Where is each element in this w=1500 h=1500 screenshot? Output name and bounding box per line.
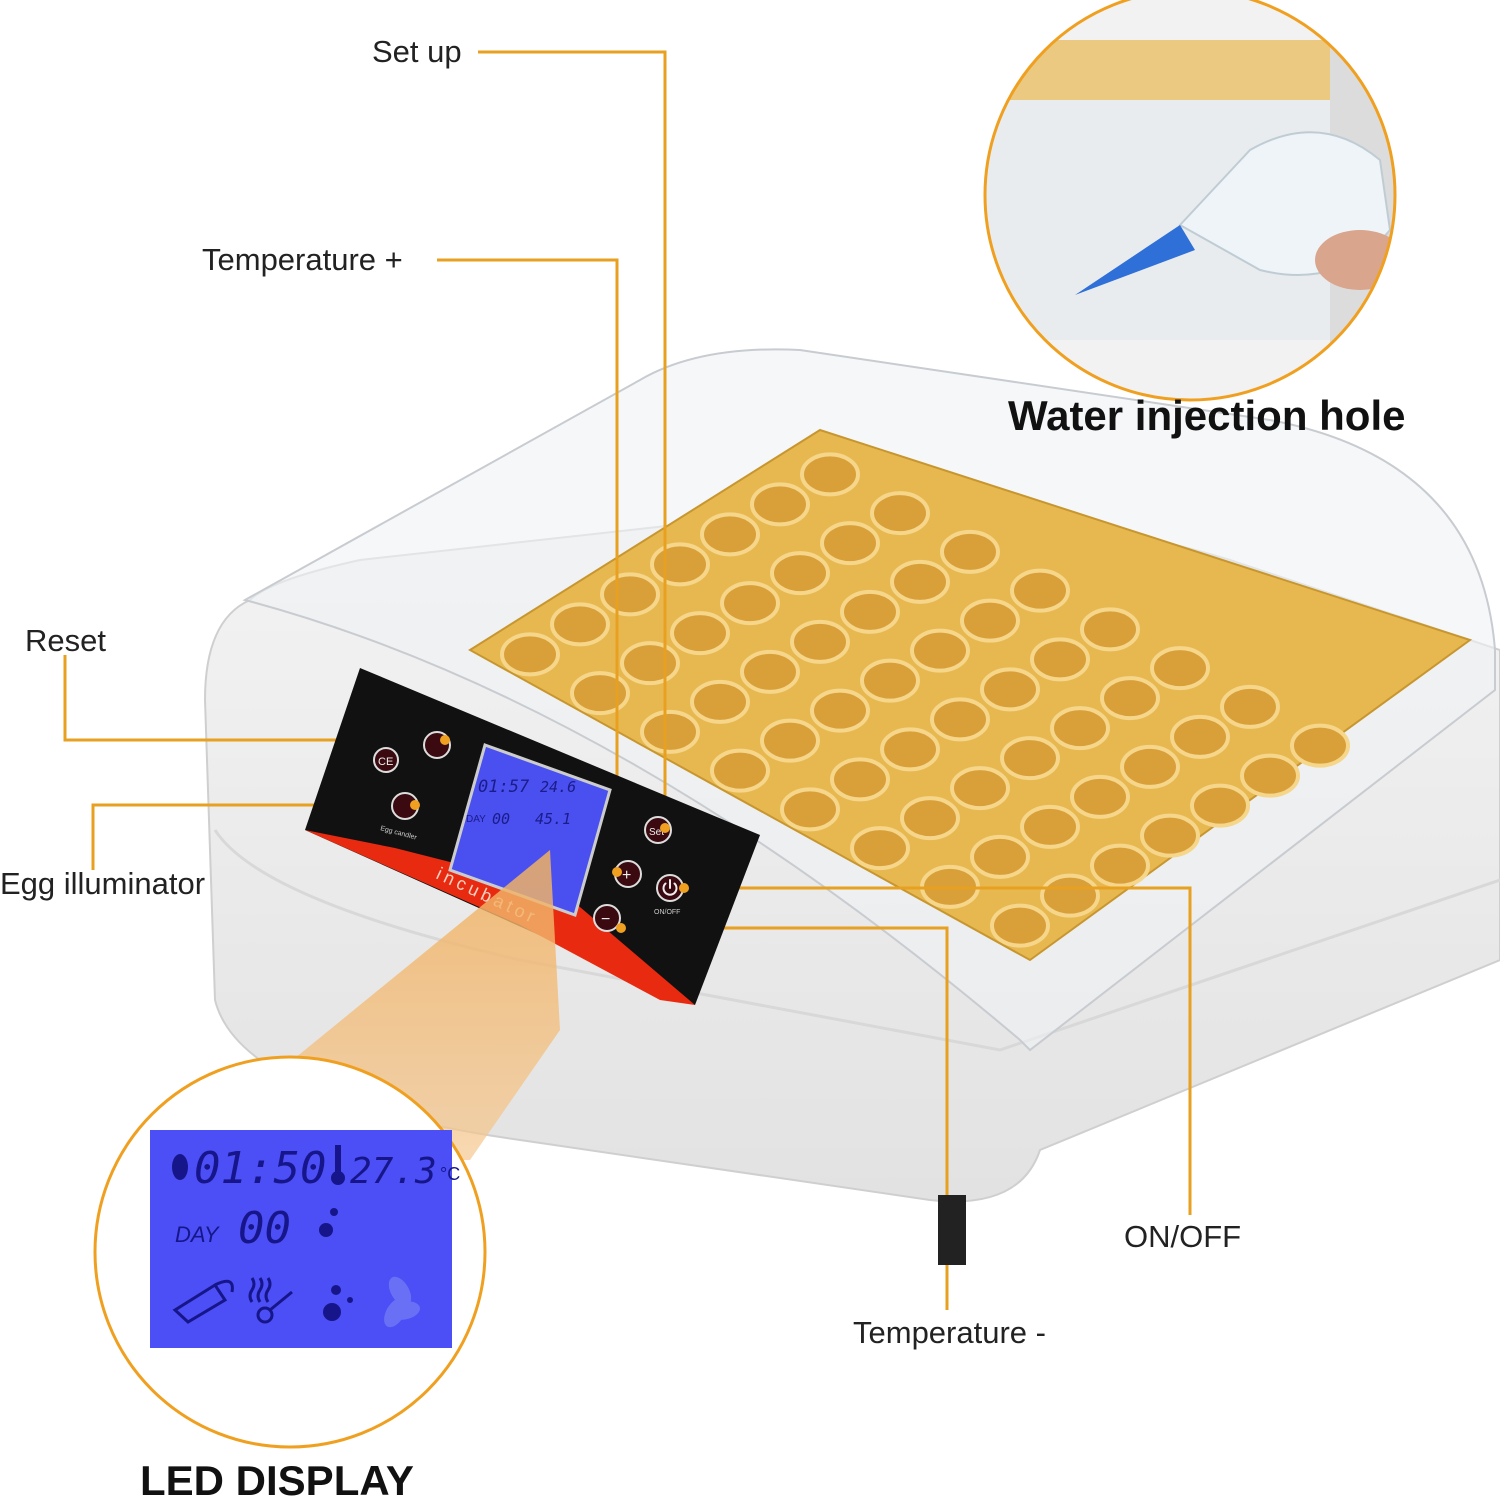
egg-slot [1120,744,1180,789]
panel-lcd-day: 00 [492,810,510,828]
led-day: 00 [238,1203,291,1254]
set-button-label: Set [649,827,664,838]
egg-tray [468,428,1473,962]
egg-slot [1100,676,1160,721]
humidity-icon [319,1208,338,1237]
egg-slot [1050,706,1110,751]
egg-slot [780,787,840,832]
egg-slot [960,598,1020,643]
egg-slot [640,709,700,754]
egg-slot [800,452,860,497]
egg-slot [1030,637,1090,682]
humidifier-icon [323,1285,353,1321]
egg-slot [810,688,870,733]
callout-reset: Reset [25,623,106,658]
egg-slot [860,658,920,703]
egg-slot [870,491,930,536]
fan-icon [384,1276,421,1328]
minus-button-label: − [601,911,610,928]
heating-icon [248,1277,293,1324]
led-temperature: 27.3 [350,1151,437,1192]
egg-slot [910,628,970,673]
egg-slot [600,572,660,617]
led-display-inset: 01:50 27.3 °C DAY 00 [93,1055,487,1449]
egg-slot [740,649,800,694]
egg-slot [690,679,750,724]
egg-slot [1170,714,1230,759]
led-display-title: LED DISPLAY [140,1457,414,1500]
water-injection-title: Water injection hole [1008,392,1406,439]
egg-slot [1080,607,1140,652]
egg-slot [820,521,880,566]
callout-dots [410,735,689,933]
egg-slot [850,826,910,871]
egg-slot [970,834,1030,879]
egg-slot [670,611,730,656]
egg-slot [1140,813,1200,858]
panel-lcd-humidity: 45.1 [535,810,571,828]
egg-slot [840,589,900,634]
egg-slot [880,727,940,772]
egg-slot [890,559,950,604]
egg-slot [710,748,770,793]
egg-slot [1190,783,1250,828]
control-panel: 01:57 24.6 DAY 00 45.1 incubator CE Egg … [305,668,760,1005]
svg-text:CE: CE [378,756,393,768]
egg-slot [700,512,760,557]
egg-slot [830,757,890,802]
egg-slot [550,602,610,647]
egg-slot [720,581,780,626]
egg-slot [770,551,830,596]
egg-slot [990,903,1050,948]
egg-slot [980,667,1040,712]
temperature-minus-button[interactable]: − [593,904,621,932]
egg-slot [1240,753,1300,798]
egg-slot [790,619,850,664]
egg-slot [1020,804,1080,849]
panel-lcd [448,743,612,917]
egg-slot [760,718,820,763]
ce-mark: CE [373,747,399,773]
plus-button-label: + [622,867,631,884]
egg-slot [930,697,990,742]
led-time: 01:50 [194,1143,326,1194]
led-day-label: DAY [175,1222,220,1247]
egg-slot [1040,873,1100,918]
led-temperature-unit: °C [440,1164,460,1184]
egg-slot [1290,723,1350,768]
callout-temperature-minus: Temperature - [853,1315,1046,1350]
egg-slot [900,796,960,841]
egg-candler-icon [172,1279,234,1324]
onoff-caption: ON/OFF [654,909,680,916]
egg-slot [620,641,680,686]
callout-lines [63,50,1192,1310]
egg-slot [1090,843,1150,888]
egg-slot [570,671,630,716]
water-injection-inset [983,0,1397,402]
temperature-plus-button[interactable]: + [614,860,642,888]
power-switch[interactable] [938,1195,966,1265]
egg-slot [750,482,810,527]
egg-slot [1070,774,1130,819]
egg-slot [940,529,1000,574]
egg-slot [1220,684,1280,729]
on-off-button[interactable] [656,874,684,902]
power-icon [662,879,678,896]
egg-slot [1150,646,1210,691]
egg-slot [1000,736,1060,781]
thermometer-icon [331,1145,345,1185]
callout-egg-illuminator: Egg illuminator [0,866,206,901]
callout-on-off: ON/OFF [1124,1219,1242,1254]
panel-lcd-temp: 24.6 [540,778,576,796]
callout-set-up: Set up [372,34,462,69]
egg-slot [950,766,1010,811]
egg-slot [650,542,710,587]
egg-slot [500,632,560,677]
panel-lcd-day-label: DAY [466,814,486,825]
panel-lcd-time: 01:57 [478,777,530,797]
callout-temperature-plus: Temperature + [202,242,403,277]
egg-slot [1010,568,1070,613]
